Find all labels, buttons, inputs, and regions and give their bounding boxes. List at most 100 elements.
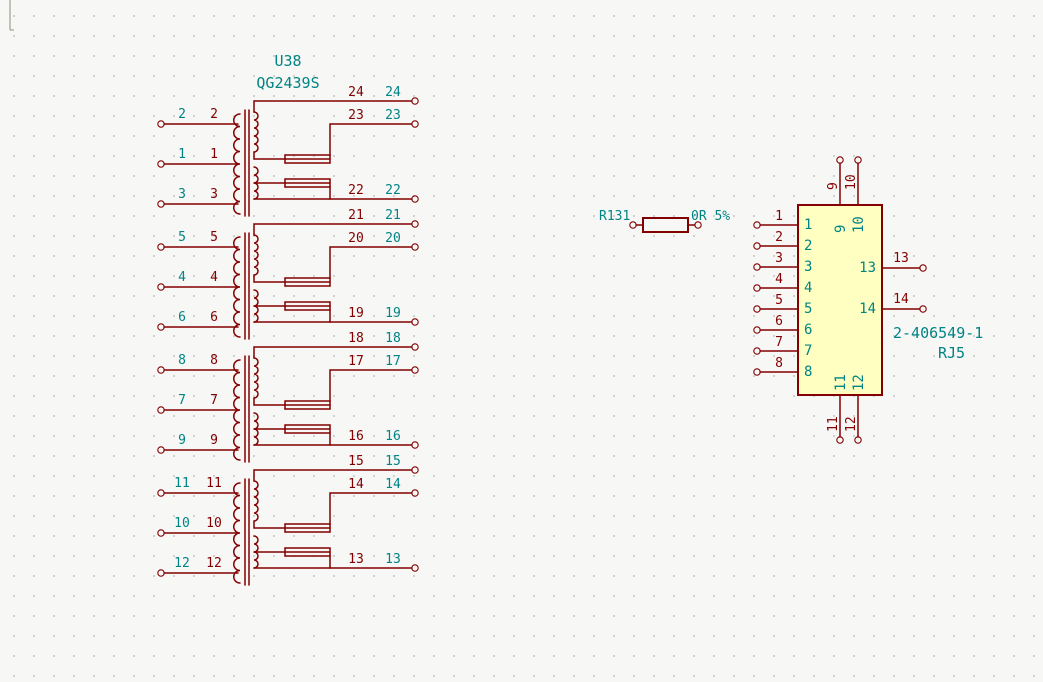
pin-number: 6 — [210, 310, 218, 325]
pin-name: 6 — [804, 322, 812, 338]
pin-number: 22 — [348, 183, 364, 198]
pin-label: 17 — [385, 354, 401, 369]
pin-label: 4 — [178, 270, 186, 285]
transformer-ref[interactable]: U38 — [274, 52, 301, 70]
pin-number: 12 — [844, 416, 859, 432]
pin-number: 21 — [348, 208, 364, 223]
pin-number: 13 — [893, 251, 909, 266]
pin-number: 14 — [348, 477, 364, 492]
pin-name: 4 — [804, 280, 812, 296]
pin-number: 1 — [775, 209, 783, 224]
pin-end-circle — [836, 436, 844, 444]
transformer-section[interactable] — [157, 97, 419, 217]
pin-number: 5 — [775, 293, 783, 308]
pin-name: 2 — [804, 238, 812, 254]
pin-end-circle — [919, 264, 927, 272]
pin-label: 3 — [178, 187, 186, 202]
pin-number: 7 — [775, 335, 783, 350]
pin-name: 1 — [804, 217, 812, 233]
pin-number: 3 — [775, 251, 783, 266]
pin-number: 18 — [348, 331, 364, 346]
connector-body[interactable] — [797, 204, 883, 396]
pin-number: 5 — [210, 230, 218, 245]
pin-end-circle — [753, 242, 761, 250]
pin-name: 14 — [859, 301, 876, 317]
pin-number: 15 — [348, 454, 364, 469]
pin-number: 14 — [893, 292, 909, 307]
pin-name: 5 — [804, 301, 812, 317]
pin-number: 23 — [348, 108, 364, 123]
pin-label: 19 — [385, 306, 401, 321]
pin-number: 11 — [826, 416, 841, 432]
pin-number: 8 — [775, 356, 783, 371]
connector-part-number[interactable]: 2-406549-1 — [893, 324, 983, 342]
pin-label: 10 — [174, 516, 190, 531]
pin-label: 22 — [385, 183, 401, 198]
pin-end-circle — [753, 221, 761, 229]
pin-label: 15 — [385, 454, 401, 469]
pin-name: 11 — [833, 374, 849, 391]
resistor-r131[interactable]: R131 0R 5% — [599, 209, 730, 233]
connector-ref[interactable]: RJ5 — [938, 344, 965, 362]
pin-number: 13 — [348, 552, 364, 567]
origin-marker — [9, 0, 14, 31]
transformer-section[interactable] — [157, 466, 419, 586]
resistor-body[interactable] — [642, 217, 689, 233]
pin-end-circle — [753, 368, 761, 376]
pin-name: 13 — [859, 260, 876, 276]
transformer-section[interactable] — [157, 220, 419, 340]
pin-number: 12 — [206, 556, 222, 571]
pin-number: 24 — [348, 85, 364, 100]
pin-end-circle — [753, 326, 761, 334]
pin-label: 14 — [385, 477, 401, 492]
resistor-ref[interactable]: R131 — [599, 209, 630, 224]
pin-name: 8 — [804, 364, 812, 380]
pin-number: 1 — [210, 147, 218, 162]
pin-end-circle — [836, 156, 844, 164]
pin-number: 7 — [210, 393, 218, 408]
pin-number: 17 — [348, 354, 364, 369]
pin-number: 4 — [775, 272, 783, 287]
pin-label: 9 — [178, 433, 186, 448]
pin-end-circle — [919, 305, 927, 313]
pin-number: 9 — [210, 433, 218, 448]
pin-label: 16 — [385, 429, 401, 444]
pin-number: 10 — [844, 174, 859, 190]
pin-label: 7 — [178, 393, 186, 408]
pin-number: 9 — [826, 182, 841, 190]
pin-label: 12 — [174, 556, 190, 571]
transformer-value[interactable]: QG2439S — [256, 74, 319, 92]
pin-end-circle — [753, 305, 761, 313]
pin-label: 13 — [385, 552, 401, 567]
pin-end-circle — [629, 221, 637, 229]
pin-number: 10 — [206, 516, 222, 531]
resistor-value[interactable]: 0R 5% — [691, 209, 730, 224]
pin-number: 2 — [210, 107, 218, 122]
pin-name: 9 — [833, 225, 849, 233]
pin-end-circle — [753, 263, 761, 271]
pin-end-circle — [753, 284, 761, 292]
pin-label: 1 — [178, 147, 186, 162]
pin-label: 11 — [174, 476, 190, 491]
pin-label: 5 — [178, 230, 186, 245]
pin-end-circle — [854, 156, 862, 164]
pin-name: 12 — [851, 374, 867, 391]
pin-label: 6 — [178, 310, 186, 325]
pin-number: 20 — [348, 231, 364, 246]
pin-number: 6 — [775, 314, 783, 329]
pin-end-circle — [694, 221, 702, 229]
pin-label: 2 — [178, 107, 186, 122]
pin-number: 16 — [348, 429, 364, 444]
pin-number: 3 — [210, 187, 218, 202]
pin-end-circle — [753, 347, 761, 355]
pin-label: 18 — [385, 331, 401, 346]
pin-number: 4 — [210, 270, 218, 285]
pin-number: 19 — [348, 306, 364, 321]
pin-label: 23 — [385, 108, 401, 123]
transformer-section[interactable] — [157, 343, 419, 463]
pin-name: 10 — [851, 216, 867, 233]
pin-name: 7 — [804, 343, 812, 359]
